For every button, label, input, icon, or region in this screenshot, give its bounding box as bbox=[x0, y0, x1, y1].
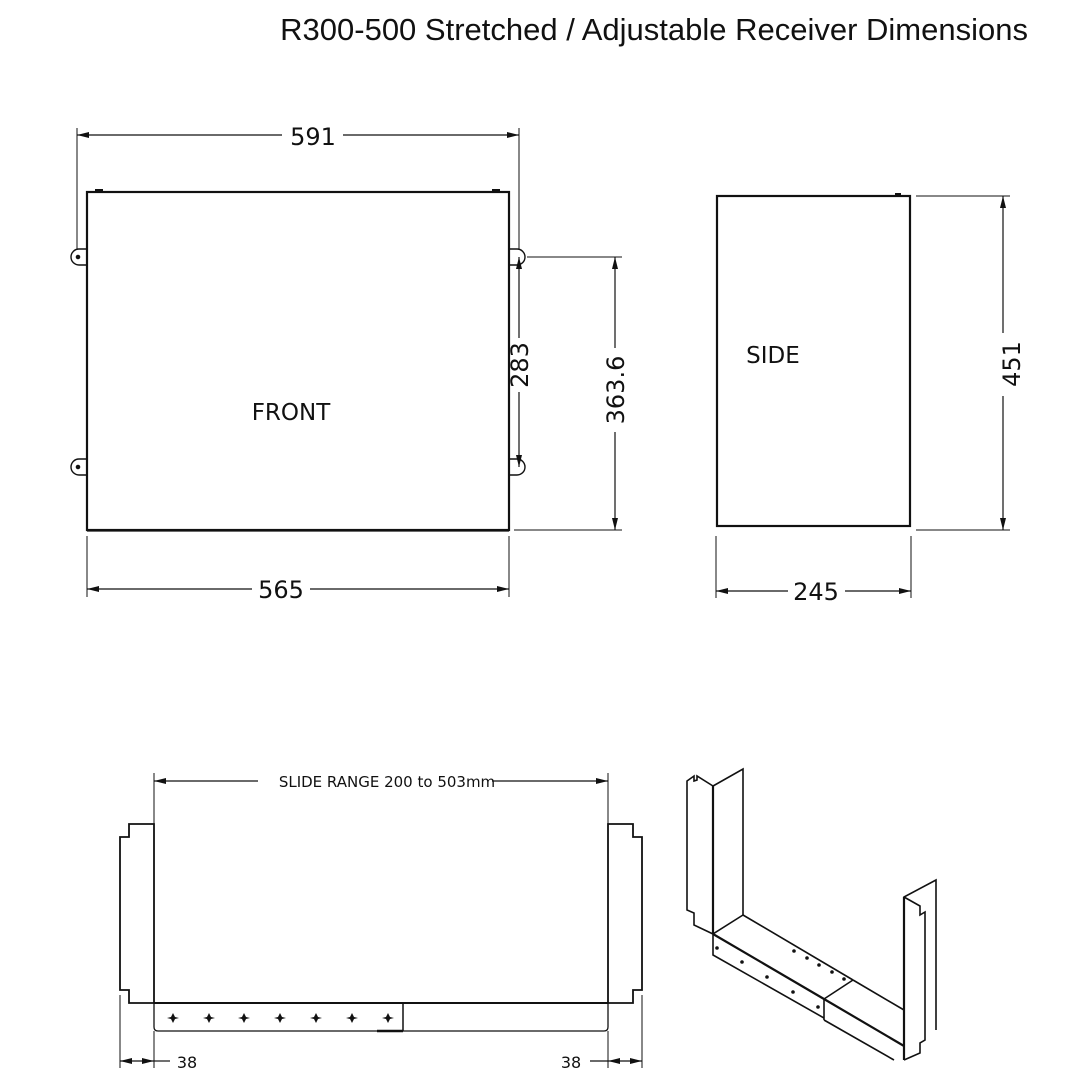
side-body-outline bbox=[715, 194, 912, 528]
dim-hole-spacing: 283 bbox=[506, 342, 534, 388]
dim-side-depth: 245 bbox=[793, 578, 839, 606]
mount-ear-icon bbox=[70, 248, 87, 476]
page-title: R300-500 Stretched / Adjustable Receiver… bbox=[280, 12, 1028, 47]
front-label: FRONT bbox=[252, 400, 332, 426]
front-view bbox=[70, 128, 622, 597]
dim-right-flange: 38 bbox=[561, 1053, 581, 1072]
dim-body-width: 565 bbox=[258, 576, 304, 604]
side-view bbox=[715, 193, 1010, 598]
bracket-front-view bbox=[119, 773, 643, 1068]
slot-holes bbox=[167, 1013, 394, 1023]
bracket-isometric-view bbox=[686, 767, 937, 1061]
dim-mount-height: 363.6 bbox=[602, 356, 630, 425]
dim-side-height: 451 bbox=[998, 341, 1026, 387]
dim-left-flange: 38 bbox=[177, 1053, 197, 1072]
slide-range-label: SLIDE RANGE 200 to 503mm bbox=[279, 773, 495, 791]
front-body-outline bbox=[85, 190, 511, 532]
side-label: SIDE bbox=[746, 343, 800, 369]
dim-overall-width: 591 bbox=[290, 123, 336, 151]
iso-holes bbox=[715, 946, 846, 1009]
